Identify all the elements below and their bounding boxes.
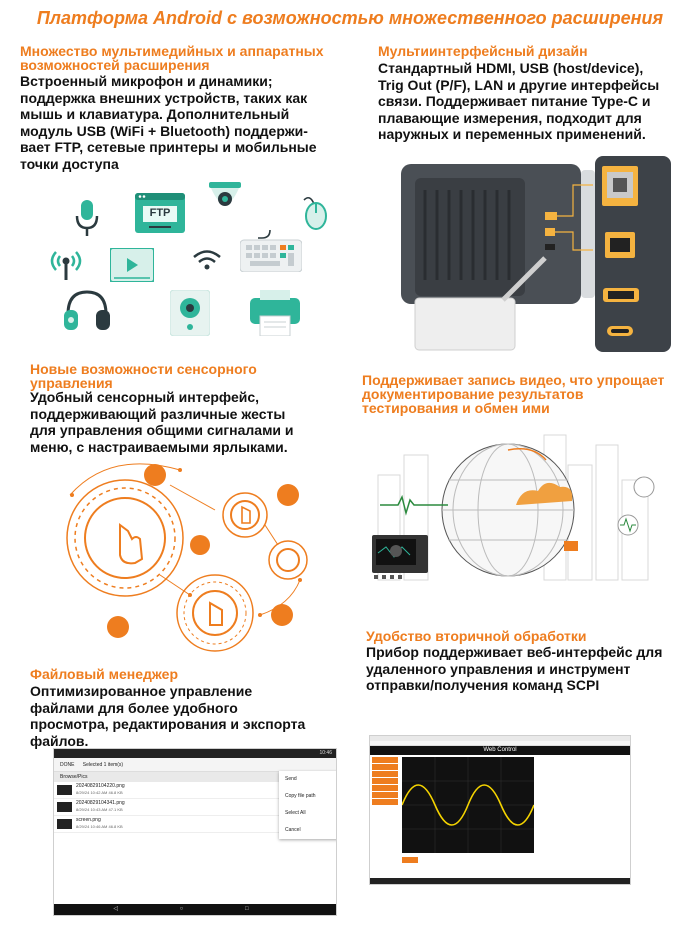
sidebar-item[interactable] — [372, 778, 398, 784]
done-button[interactable]: DONE — [60, 762, 75, 768]
ftp-icon — [135, 193, 185, 233]
interface-line: наружных и переменных применений. — [378, 126, 646, 142]
file-thumbnail — [57, 819, 72, 829]
touch-line: поддерживающий различные жесты — [30, 405, 286, 422]
files-line: просмотра, редактирования и экспорта — [30, 716, 306, 732]
file-meta: 8/29/24 10:46 AM 46.8 KB — [76, 824, 123, 829]
menu-item-send[interactable]: Send — [285, 776, 297, 782]
device-ports-illustration — [401, 156, 671, 352]
sidebar-item[interactable] — [372, 757, 398, 763]
multimedia-text: Встроенный микрофон и динамики; поддержк… — [20, 73, 317, 172]
file-manager-screenshot: 10:46 DONE Selected 1 item(s) Browse/Pic… — [53, 748, 337, 916]
files-line: Оптимизированное управление — [30, 683, 253, 699]
files-text: Оптимизированное управление файлами для … — [30, 683, 305, 749]
touch-gesture-illustration — [66, 463, 308, 652]
interface-line: Стандартный HDMI, USB (host/device), — [378, 60, 644, 76]
web-control-body — [370, 755, 630, 875]
touch-heading-line2: управления — [30, 375, 113, 391]
security-camera-icon — [209, 182, 241, 206]
multimedia-heading-line1: Множество мультимедийных и аппаратных — [20, 43, 324, 59]
interface-line: Trig Out (P/F), LAN и другие интерфейсы — [378, 76, 660, 93]
multimedia-heading: Множество мультимедийных и аппаратных во… — [20, 44, 324, 72]
file-name: screen.png — [76, 817, 101, 823]
file-meta: 8/29/24 10:42 AM 46.8 KB — [76, 790, 123, 795]
multimedia-line: вает FTP, сетевые принтеры и мобильные — [20, 139, 317, 155]
wifi-icon — [193, 250, 221, 270]
file-name: 20240829104220.png — [76, 783, 125, 789]
multimedia-line: точки доступа — [20, 155, 119, 172]
web-control-sidebar — [372, 757, 398, 806]
interface-line: плавающие измерения, подходит для — [378, 109, 642, 126]
file-manager-toolbar: DONE Selected 1 item(s) — [54, 758, 336, 772]
sidebar-item[interactable] — [372, 764, 398, 770]
touch-line: меню, с настраиваемыми ярлыками. — [30, 438, 288, 455]
mouse-icon — [303, 196, 327, 230]
files-heading: Файловый менеджер — [30, 666, 179, 682]
touch-text: Удобный сенсорный интерфейс, поддерживаю… — [30, 389, 294, 455]
files-line: файлами для более удобного — [30, 699, 238, 716]
video-heading-line3: тестирования и обмен ими — [362, 400, 550, 416]
touch-line: для управления общими сигналами и — [30, 422, 294, 438]
hotspot-icon — [50, 251, 82, 280]
list-item[interactable]: 20240829104341.png 8/29/24 10:43 AM 47.1… — [54, 799, 336, 816]
processing-line: отправки/получения команд SCPI — [366, 677, 600, 693]
sidebar-item[interactable] — [372, 771, 398, 777]
printer-icon — [250, 290, 300, 336]
file-name: 20240829104341.png — [76, 800, 125, 806]
web-control-footer — [370, 878, 630, 884]
android-nav-bar[interactable]: ◁ ○ □ — [54, 904, 336, 915]
browser-tabbar — [370, 736, 630, 741]
file-thumbnail — [57, 785, 72, 795]
speaker-icon — [170, 290, 210, 336]
file-thumbnail — [57, 802, 72, 812]
menu-item-copy-path[interactable]: Copy file path — [285, 793, 316, 799]
files-line: файлов. — [30, 732, 89, 749]
microphone-icon — [75, 200, 99, 236]
selection-count: Selected 1 item(s) — [82, 762, 124, 768]
video-heading-line1: Поддерживает запись видео, что упрощает — [362, 372, 665, 388]
touch-heading: Новые возможности сенсорного управления — [30, 362, 257, 390]
keyboard-icon — [240, 229, 302, 272]
multimedia-line: Встроенный микрофон и динамики; — [20, 73, 273, 89]
web-control-title: Web Control — [370, 746, 630, 755]
interface-text: Стандартный HDMI, USB (host/device), Tri… — [378, 60, 659, 143]
page-title: Платформа Android с возможностью множест… — [36, 8, 664, 28]
multimedia-line: мышь и клавиатура. Дополнительный — [20, 106, 290, 122]
processing-line: удаленного управления и инструмент — [366, 660, 631, 677]
touch-heading-line1: Новые возможности сенсорного — [30, 361, 257, 377]
status-bar-time: 10:46 — [54, 749, 336, 758]
processing-text: Прибор поддерживает веб-интерфейс для уд… — [366, 644, 662, 694]
processing-heading: Удобство вторичной обработки — [366, 628, 587, 644]
list-item[interactable]: screen.png 8/29/24 10:46 AM 46.8 KB — [54, 816, 336, 833]
headset-icon — [64, 290, 110, 330]
processing-line: Прибор поддерживает веб-интерфейс для — [366, 644, 663, 660]
ftp-label: FTP — [149, 207, 171, 219]
list-item[interactable]: 20240829104220.png 8/29/24 10:42 AM 46.8… — [54, 782, 336, 799]
sidebar-item[interactable] — [372, 792, 398, 798]
interface-line: связи. Поддерживает питание Type-C и — [378, 93, 651, 109]
video-heading-line2: документирование результатов — [362, 386, 584, 402]
interface-heading: Мультиинтерфейсный дизайн — [378, 43, 588, 59]
menu-item-select-all[interactable]: Select All — [285, 810, 306, 816]
multimedia-line: модуль USB (WiFi + Bluetooth) поддержи- — [20, 122, 308, 139]
context-menu: Send Copy file path Select All Cancel — [279, 771, 336, 839]
multimedia-line: поддержка внешних устройств, таких как — [20, 89, 308, 106]
web-control-screenshot: Web Control — [369, 735, 631, 885]
browser-address-bar — [370, 741, 630, 746]
video-player-icon — [110, 248, 154, 282]
multimedia-heading-line2: возможностей расширения — [20, 57, 210, 73]
file-meta: 8/29/24 10:43 AM 47.1 KB — [76, 807, 123, 812]
multimedia-icons: FTP — [40, 178, 340, 343]
touch-line: Удобный сенсорный интерфейс, — [30, 389, 260, 405]
web-control-button[interactable] — [402, 857, 418, 863]
menu-item-cancel[interactable]: Cancel — [285, 827, 301, 833]
breadcrumb: Browse/Pics — [54, 772, 336, 782]
video-sharing-illustration — [372, 434, 655, 581]
video-heading: Поддерживает запись видео, что упрощает … — [362, 373, 664, 415]
oscilloscope-screen — [402, 757, 534, 853]
sidebar-item[interactable] — [372, 785, 398, 791]
sidebar-item[interactable] — [372, 799, 398, 805]
